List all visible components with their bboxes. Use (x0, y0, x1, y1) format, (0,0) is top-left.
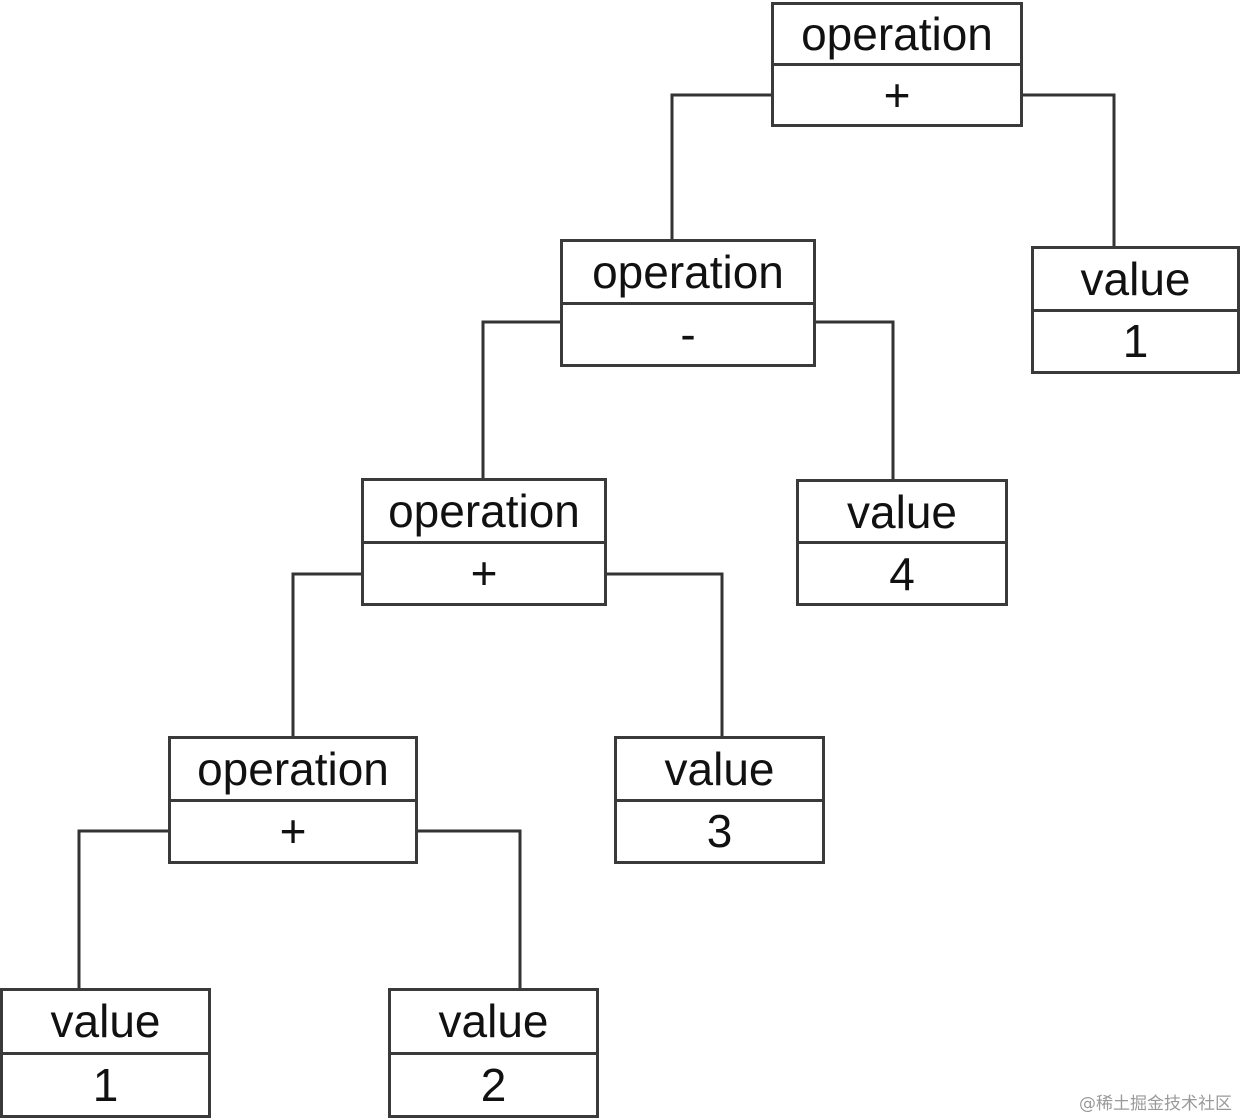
node-value-4: value 4 (796, 479, 1008, 606)
node-value-label: + (279, 805, 307, 858)
node-value-3: value 3 (614, 736, 825, 864)
edge-op3-op4 (291, 572, 361, 736)
edge-op2-v4 (816, 320, 895, 479)
edge-root-v1a (1023, 93, 1116, 246)
node-kind-label: value (391, 991, 596, 1055)
node-value-label: 4 (889, 547, 915, 600)
node-operation-plus-mid: operation + (361, 478, 607, 606)
node-kind-label: operation (563, 242, 813, 305)
edge-op2-op3 (481, 320, 560, 478)
watermark: @稀土掘金技术社区 (1079, 1094, 1232, 1114)
node-value-1-top: value 1 (1031, 246, 1240, 374)
node-kind-label: value (3, 991, 208, 1055)
node-value-label: + (470, 547, 498, 600)
node-operation-minus: operation - (560, 239, 816, 367)
edge-op4-v2 (418, 829, 522, 988)
node-value-1-bottom: value 1 (0, 988, 211, 1118)
node-kind-label: value (799, 482, 1005, 544)
node-kind-label: value (617, 739, 822, 802)
node-kind-label: operation (171, 739, 415, 802)
node-value-label: + (883, 69, 911, 121)
node-value-2: value 2 (388, 988, 599, 1118)
node-value-label: 1 (92, 1058, 119, 1111)
node-operation-root: operation + (771, 2, 1023, 127)
node-kind-label: operation (774, 5, 1020, 66)
edge-op4-v1b (77, 829, 168, 988)
node-value-label: 1 (1122, 315, 1149, 368)
node-operation-plus-low: operation + (168, 736, 418, 864)
node-value-label: 3 (706, 805, 733, 858)
node-value-label: - (680, 308, 696, 361)
edge-op3-v3 (607, 572, 724, 736)
node-value-label: 2 (480, 1058, 507, 1111)
node-kind-label: operation (364, 481, 604, 544)
node-kind-label: value (1034, 249, 1237, 312)
edge-root-op2 (670, 93, 771, 239)
